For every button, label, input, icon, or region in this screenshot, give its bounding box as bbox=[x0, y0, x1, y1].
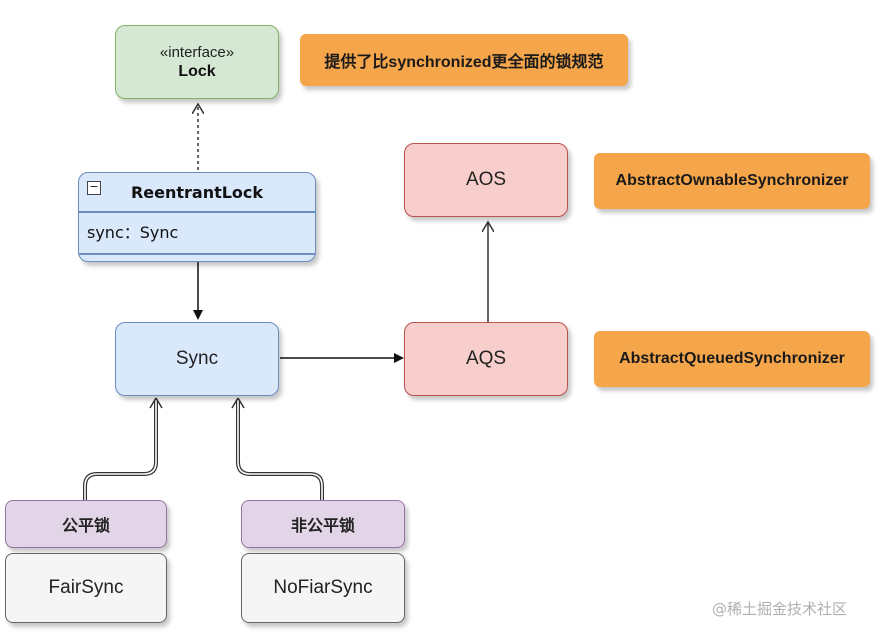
fair-sync-label: FairSync bbox=[48, 577, 124, 598]
aqs-label: AQS bbox=[465, 348, 507, 369]
reentrantlock-divider bbox=[79, 211, 315, 213]
aos-node[interactable]: AOS bbox=[404, 143, 568, 217]
nonfair-sync-node[interactable]: NoFiarSync bbox=[241, 553, 405, 623]
aqs-node[interactable]: AQS bbox=[404, 322, 568, 396]
fair-lock-header-text: 公平锁 bbox=[61, 516, 110, 535]
reentrantlock-class[interactable]: ReentrantLock − sync：Sync bbox=[78, 172, 316, 262]
fair-to-sync-edge bbox=[83, 400, 158, 500]
collapse-icon: − bbox=[89, 180, 99, 193]
collapse-toggle[interactable]: − bbox=[87, 181, 101, 195]
reentrantlock-title: ReentrantLock bbox=[130, 182, 264, 202]
aqs-note-text: AbstractQueuedSynchronizer bbox=[619, 350, 845, 367]
nonfair-sync-label: NoFiarSync bbox=[273, 577, 373, 598]
lock-name: Lock bbox=[178, 62, 216, 80]
sync-label: Sync bbox=[175, 348, 219, 369]
reentrantlock-method-divider bbox=[79, 253, 315, 255]
reentrantlock-field: sync：Sync bbox=[87, 219, 178, 243]
fair-lock-header[interactable]: 公平锁 bbox=[5, 500, 167, 548]
watermark: @稀土掘金技术社区 bbox=[712, 600, 848, 618]
nonfair-lock-header[interactable]: 非公平锁 bbox=[241, 500, 405, 548]
aos-note: AbstractOwnableSynchronizer bbox=[594, 153, 870, 209]
lock-stereotype: «interface» bbox=[159, 43, 235, 61]
lock-note: 提供了比synchronized更全面的锁规范 bbox=[300, 34, 628, 86]
lock-interface-node[interactable]: «interface» Lock bbox=[115, 25, 279, 99]
sync-node[interactable]: Sync bbox=[115, 322, 279, 396]
aos-label: AOS bbox=[465, 169, 507, 190]
nonfair-to-sync-edge bbox=[236, 400, 324, 500]
lock-note-text: 提供了比synchronized更全面的锁规范 bbox=[324, 54, 604, 71]
aos-note-text: AbstractOwnableSynchronizer bbox=[615, 172, 849, 189]
nonfair-lock-header-text: 非公平锁 bbox=[290, 516, 355, 535]
reentrantlock-field-text: sync：Sync bbox=[87, 223, 179, 242]
reentrantlock-header: ReentrantLock bbox=[79, 173, 315, 211]
aqs-note: AbstractQueuedSynchronizer bbox=[594, 331, 870, 387]
fair-sync-node[interactable]: FairSync bbox=[5, 553, 167, 623]
